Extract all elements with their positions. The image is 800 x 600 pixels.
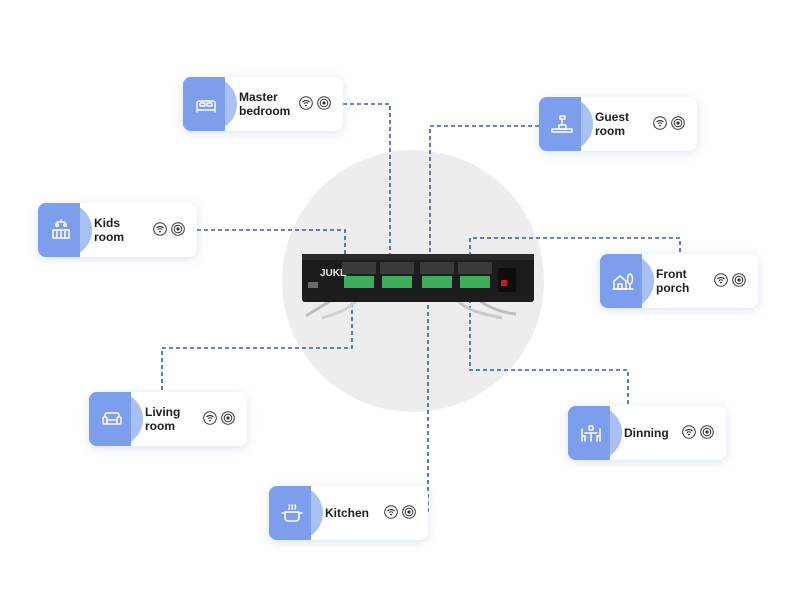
room-icon-tile (269, 486, 323, 540)
room-status-icons (384, 505, 416, 519)
airplay-icon[interactable] (171, 222, 185, 236)
room-label: Guest room (595, 110, 630, 138)
wire-guest-room (429, 125, 539, 262)
wifi-icon[interactable] (653, 116, 667, 130)
wifi-icon[interactable] (203, 411, 217, 425)
wire-living-room (161, 300, 353, 390)
wifi-icon[interactable] (714, 273, 728, 287)
room-status-icons (299, 96, 331, 110)
room-icon-tile (568, 406, 622, 460)
room-label: Kids room (94, 216, 124, 244)
wifi-icon[interactable] (299, 96, 313, 110)
room-icon-tile (38, 203, 92, 257)
room-label: Master bedroom (239, 90, 291, 118)
room-status-icons (153, 222, 185, 236)
room-label: Kitchen (325, 506, 370, 520)
airplay-icon[interactable] (402, 505, 416, 519)
juke-amplifier-hub: JUKE (302, 250, 534, 320)
room-icon-tile (600, 254, 654, 308)
room-status-icons (653, 116, 685, 130)
room-card-dinning[interactable]: Dinning (568, 406, 726, 460)
room-card-guest-room[interactable]: Guest room (539, 97, 697, 151)
wire-master-bedroom (343, 103, 391, 262)
wire-dinning (469, 300, 629, 404)
bed-icon (196, 100, 216, 113)
room-icon-tile (539, 97, 593, 151)
wire-front-porch (469, 237, 681, 262)
room-card-living-room[interactable]: Living room (89, 392, 247, 446)
airplay-icon[interactable] (317, 96, 331, 110)
hub-brand-label: JUKE (320, 268, 347, 279)
desk-lamp-icon (551, 115, 573, 133)
wifi-icon[interactable] (682, 425, 696, 439)
room-label: Front porch (656, 267, 690, 295)
airplay-icon[interactable] (732, 273, 746, 287)
room-icon-tile (89, 392, 143, 446)
room-icon-tile (183, 77, 237, 131)
room-status-icons (203, 411, 235, 425)
room-status-icons (682, 425, 714, 439)
house-tree-icon (612, 273, 634, 290)
wifi-icon[interactable] (384, 505, 398, 519)
airplay-icon[interactable] (221, 411, 235, 425)
wifi-icon[interactable] (153, 222, 167, 236)
room-status-icons (714, 273, 746, 287)
room-label: Living room (145, 405, 181, 433)
room-card-front-porch[interactable]: Front porch (600, 254, 758, 308)
room-label: Dinning (624, 426, 669, 440)
wire-kids-room (197, 229, 346, 262)
sofa-icon (102, 412, 122, 425)
crib-mobile-icon (52, 219, 70, 239)
dining-table-icon (581, 425, 601, 442)
airplay-icon[interactable] (671, 116, 685, 130)
room-card-kitchen[interactable]: Kitchen (269, 486, 428, 540)
cooking-pot-icon (281, 504, 303, 522)
room-card-master-bedroom[interactable]: Master bedroom (183, 77, 343, 131)
room-card-kids-room[interactable]: Kids room (38, 203, 197, 257)
airplay-icon[interactable] (700, 425, 714, 439)
